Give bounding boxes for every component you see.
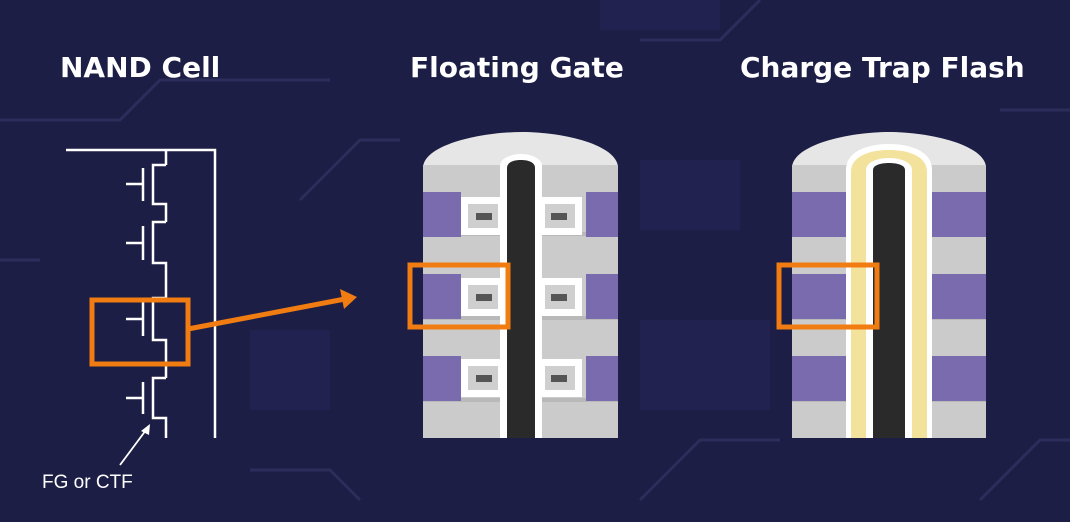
background-circuit-traces (0, 0, 1070, 502)
ctf-highlight-box (776, 262, 880, 330)
fg-wordline-3 (423, 356, 461, 401)
ctf-channel-core (873, 163, 905, 438)
nand-cell-highlight-box (89, 297, 191, 367)
nand-cell-title: NAND Cell (60, 51, 221, 84)
highlight-arrow (187, 289, 357, 332)
bitline-top-wire (66, 148, 217, 438)
transistor-2 (126, 220, 168, 298)
fg-wordline-1 (423, 192, 461, 237)
fg-wordline-2 (423, 274, 461, 319)
floating-gate-pillar (423, 132, 618, 438)
transistor-1 (126, 163, 168, 222)
fg-or-ctf-label: FG or CTF (42, 472, 133, 493)
fg-cells (461, 197, 582, 397)
nand-string-schematic (66, 148, 217, 438)
fg-channel-core (507, 160, 535, 438)
charge-trap-flash-pillar (792, 132, 986, 438)
floating-gate-title: Floating Gate (410, 51, 624, 84)
background-blocks (250, 0, 770, 410)
fg-pillar-top (423, 132, 618, 168)
fg-highlight-box (407, 262, 511, 330)
transistor-4 (126, 376, 168, 438)
charge-trap-flash-title: Charge Trap Flash (740, 51, 1025, 84)
annotation-arrow (119, 424, 150, 466)
